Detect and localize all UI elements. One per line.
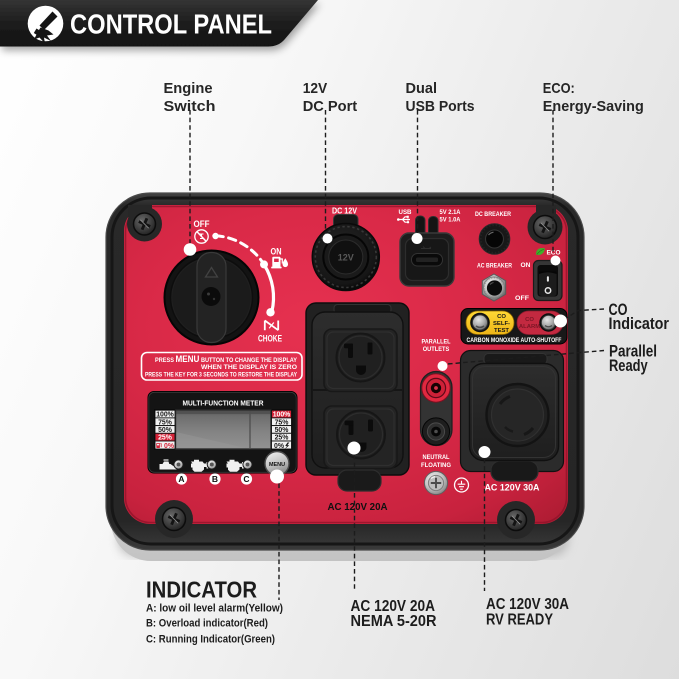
svg-text:A: A [178, 474, 184, 484]
svg-text:AC 120V 30A: AC 120V 30A [486, 596, 569, 613]
svg-text:Parallel: Parallel [609, 342, 657, 360]
svg-text:DC 12V: DC 12V [332, 206, 357, 216]
svg-text:25%: 25% [158, 435, 172, 442]
svg-text:CONTROL PANEL: CONTROL PANEL [70, 9, 272, 40]
svg-text:A: low oil level alarm(Yellow: A: low oil level alarm(Yellow) [146, 603, 283, 615]
svg-text:OFF: OFF [194, 219, 210, 230]
svg-text:ECO: ECO [547, 250, 561, 257]
svg-text:75%: 75% [158, 419, 172, 426]
svg-text:Indicator: Indicator [609, 315, 670, 333]
svg-text:MENU: MENU [269, 462, 285, 468]
svg-text:OUTLETS: OUTLETS [423, 346, 450, 353]
svg-text:C: Running Indicator(Green): C: Running Indicator(Green) [146, 633, 275, 645]
svg-text:100%: 100% [273, 412, 291, 419]
svg-text:AC BREAKER: AC BREAKER [477, 263, 512, 270]
svg-text:TEST: TEST [494, 328, 509, 334]
svg-text:PARALLEL: PARALLEL [422, 339, 451, 346]
svg-text:12V: 12V [303, 80, 328, 97]
svg-text:NEMA 5-20R: NEMA 5-20R [351, 613, 437, 630]
svg-text:CO: CO [609, 301, 628, 319]
svg-text:WHEN THE DISPLAY IS ZERO: WHEN THE DISPLAY IS ZERO [201, 364, 297, 371]
svg-text:Engine: Engine [164, 80, 213, 97]
svg-text:Ready: Ready [609, 357, 648, 375]
svg-text:5V 2.1A: 5V 2.1A [440, 209, 461, 216]
svg-text:0%: 0% [274, 443, 284, 450]
svg-text:OFF: OFF [515, 295, 529, 302]
svg-text:Switch: Switch [164, 98, 216, 115]
svg-text:CO: CO [525, 317, 534, 323]
svg-text:0%: 0% [164, 443, 174, 450]
svg-text:5V 1.0A: 5V 1.0A [440, 217, 461, 224]
svg-text:DC BREAKER: DC BREAKER [475, 211, 511, 218]
svg-text:CO: CO [497, 314, 506, 320]
svg-text:AC 120V 20A: AC 120V 20A [351, 598, 436, 615]
svg-text:FLOATING: FLOATING [421, 462, 451, 469]
svg-text:RV READY: RV READY [486, 612, 553, 629]
svg-text:ECO:: ECO: [543, 80, 575, 97]
svg-text:AC 120V 30A: AC 120V 30A [485, 482, 540, 492]
svg-text:MULTI-FUNCTION METER: MULTI-FUNCTION METER [183, 399, 264, 408]
svg-text:PRESS MENU BUTTON TO CHANGE TH: PRESS MENU BUTTON TO CHANGE THE DISPLAY [155, 354, 298, 364]
svg-text:Dual: Dual [406, 80, 438, 97]
svg-text:25%: 25% [275, 435, 289, 442]
svg-text:AC 120V 20A: AC 120V 20A [328, 502, 389, 513]
svg-text:NEUTRAL: NEUTRAL [423, 454, 450, 461]
svg-text:DC Port: DC Port [303, 98, 358, 115]
svg-text:50%: 50% [158, 427, 172, 434]
svg-text:12V: 12V [338, 253, 354, 263]
svg-text:SELF-: SELF- [493, 321, 510, 327]
svg-text:ON: ON [271, 247, 282, 257]
svg-text:Energy-Saving: Energy-Saving [543, 98, 644, 115]
svg-text:ALARM: ALARM [519, 324, 540, 330]
svg-text:B: Overload indicator(Red): B: Overload indicator(Red) [146, 618, 268, 630]
svg-text:CHOKE: CHOKE [258, 334, 282, 344]
svg-text:USB: USB [399, 209, 412, 216]
svg-text:USB Ports: USB Ports [406, 98, 475, 115]
svg-text:C: C [243, 474, 249, 484]
svg-text:PRESS THE KEY FOR 3 SECONDS TO: PRESS THE KEY FOR 3 SECONDS TO RESTORE T… [145, 372, 298, 379]
svg-text:INDICATOR: INDICATOR [146, 577, 257, 603]
svg-text:CARBON MONOXIDE AUTO-SHUTOFF: CARBON MONOXIDE AUTO-SHUTOFF [467, 337, 562, 344]
svg-text:B: B [212, 474, 218, 484]
svg-text:50%: 50% [275, 427, 289, 434]
svg-text:75%: 75% [275, 419, 289, 426]
svg-text:100%: 100% [156, 412, 174, 419]
svg-text:ON: ON [521, 262, 531, 269]
